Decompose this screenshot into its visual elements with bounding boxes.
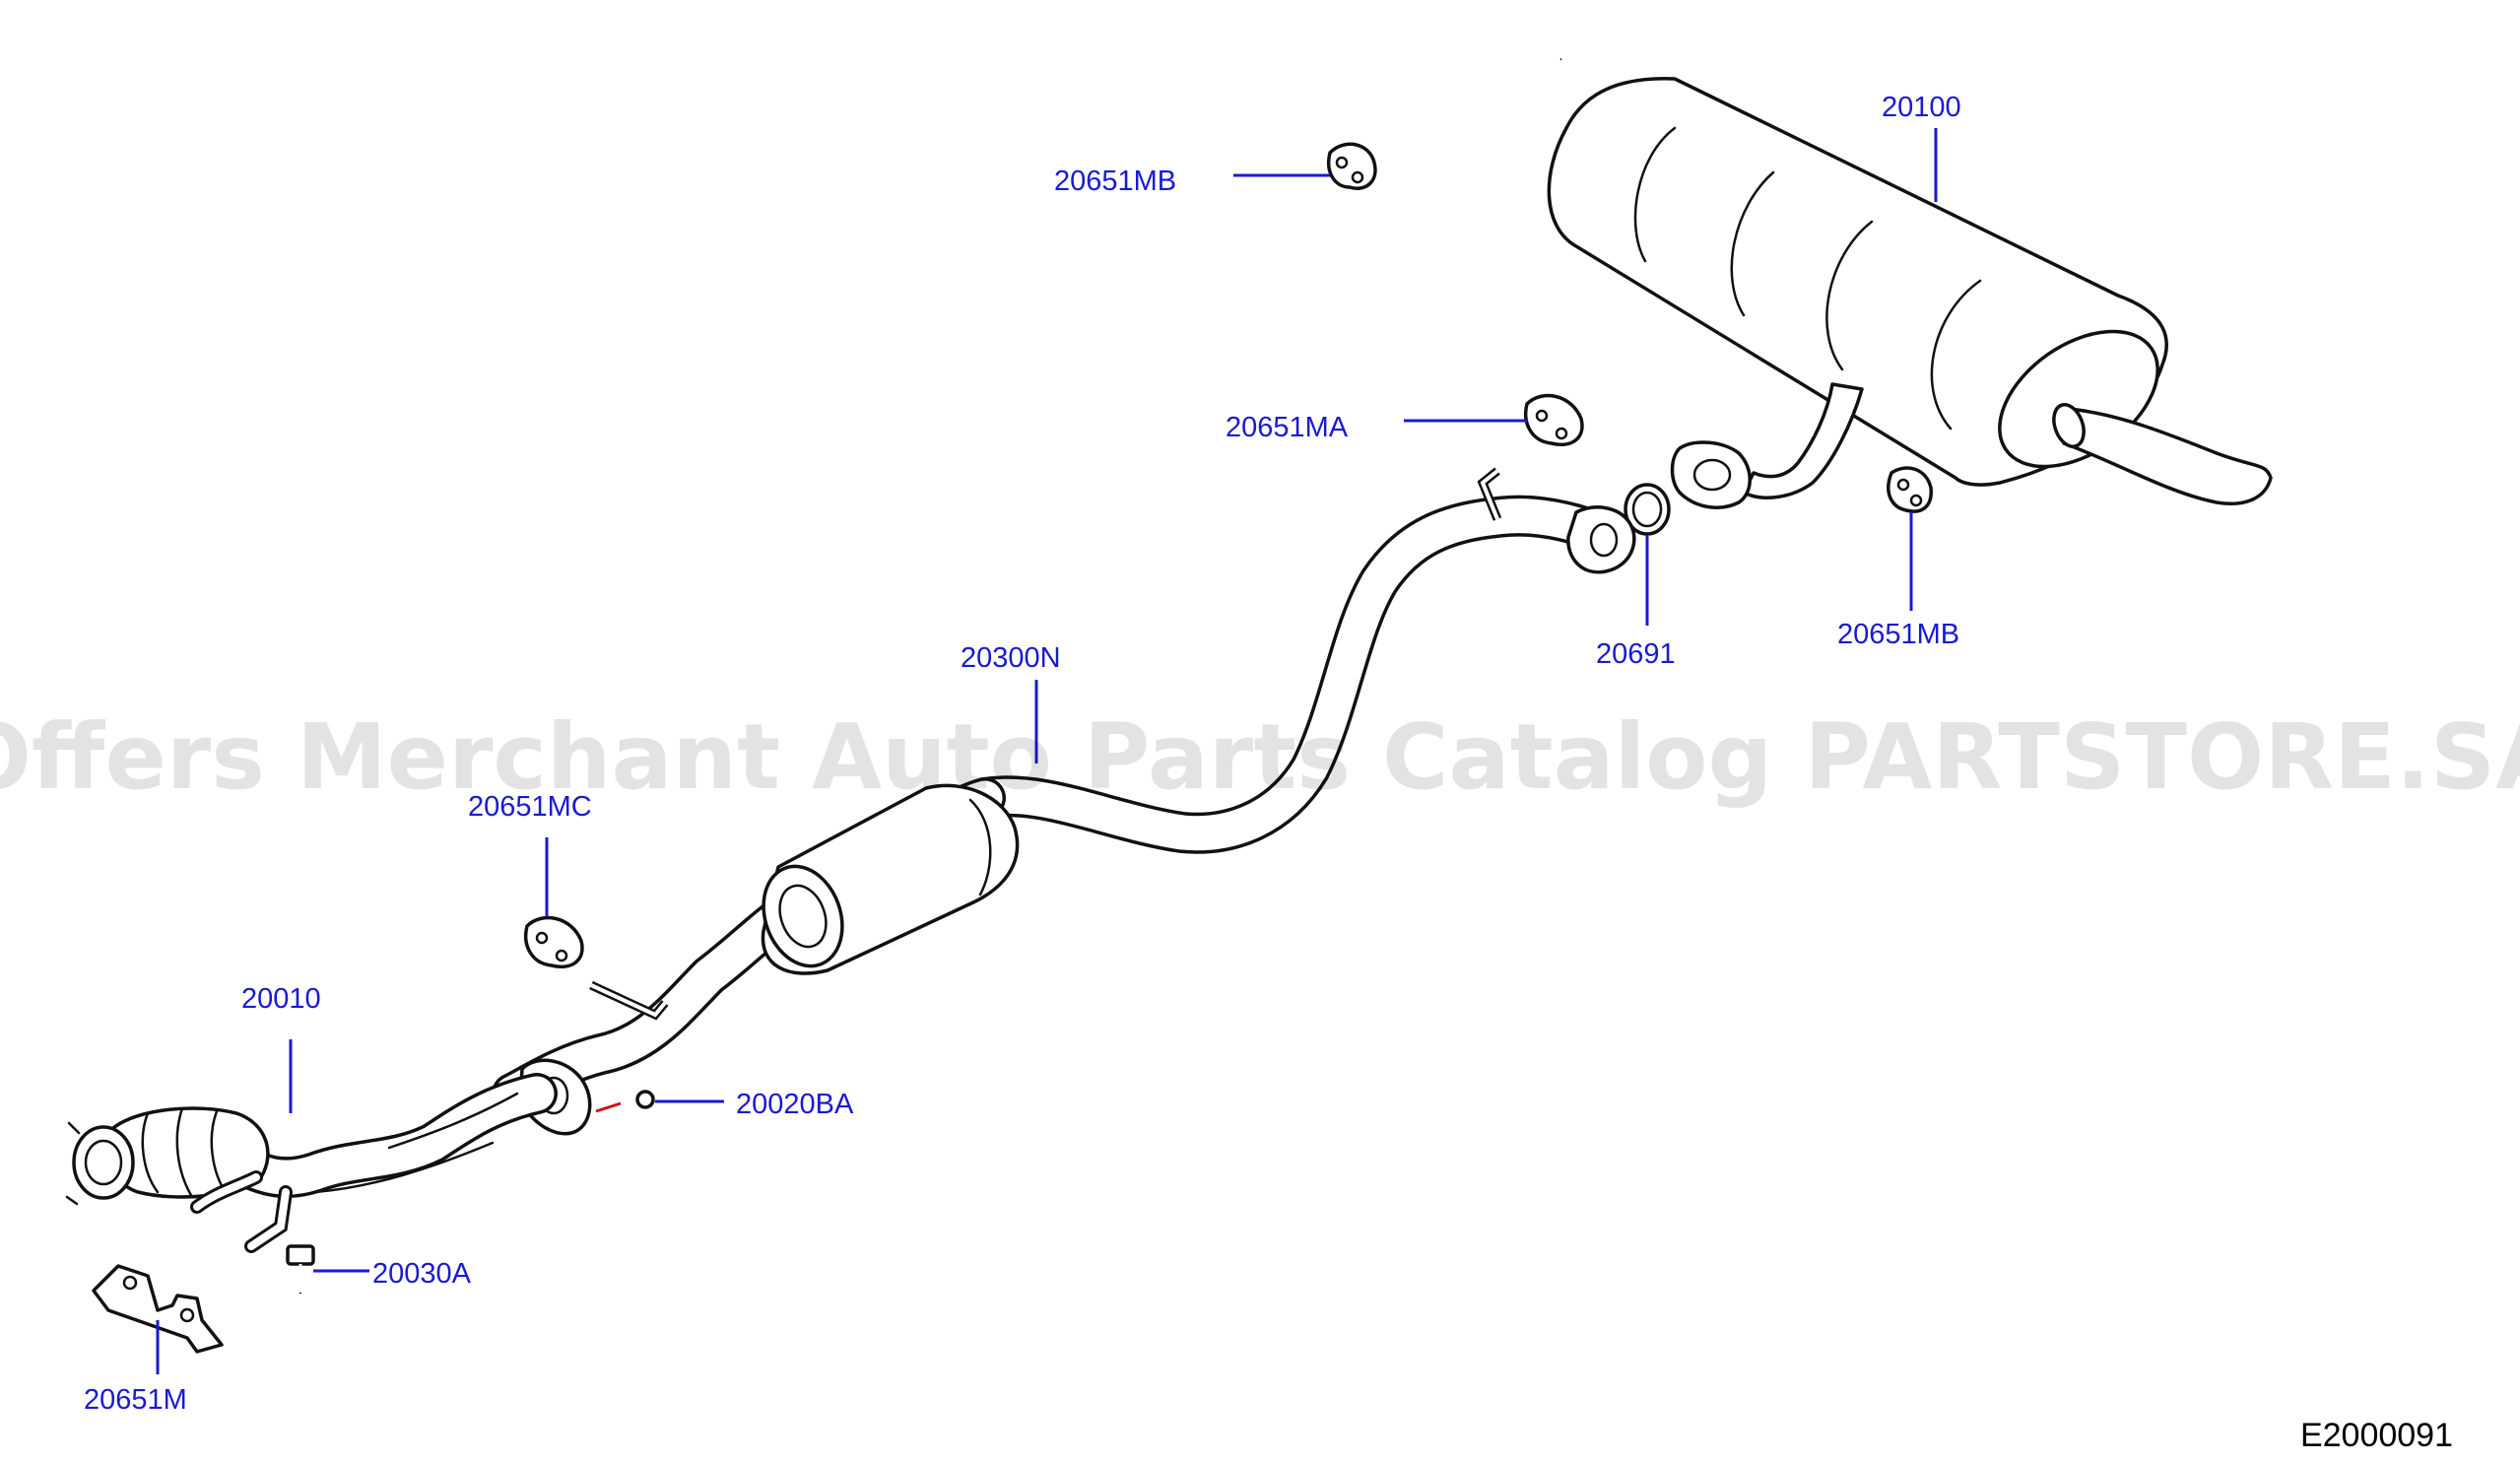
label-20651M: 20651M xyxy=(84,1384,187,1416)
label-20010: 20010 xyxy=(241,983,321,1015)
bolt-20030A[interactable] xyxy=(286,1244,315,1295)
muffler-inlet-flange xyxy=(1670,440,1752,509)
label-20651MC: 20651MC xyxy=(468,791,592,823)
label-20300N: 20300N xyxy=(961,642,1061,674)
label-20030A: 20030A xyxy=(372,1258,472,1290)
label-20100: 20100 xyxy=(1882,92,1961,123)
label-20020BA: 20020BA xyxy=(736,1089,854,1120)
diagram-code: E2000091 xyxy=(2300,1417,2453,1454)
center-tube-20300N[interactable] xyxy=(492,467,1636,1136)
bracket-20651M[interactable] xyxy=(92,1264,224,1354)
mounting-rubber-20651MC[interactable] xyxy=(524,915,584,968)
nut-20020BA[interactable] xyxy=(595,1090,655,1113)
mounting-rubber-20651MB-top[interactable] xyxy=(1327,142,1377,190)
label-20651MA: 20651MA xyxy=(1226,412,1349,443)
mounting-rubber-20651MA[interactable] xyxy=(1524,393,1584,446)
label-20651MB-top: 20651MB xyxy=(1054,166,1176,197)
watermark: Offers Merchant Auto Parts Catalog PARTS… xyxy=(0,704,2520,810)
mounting-rubber-20651MB-rear[interactable] xyxy=(1887,466,1933,513)
gasket-20691[interactable] xyxy=(1624,483,1671,536)
label-20651MB-rear: 20651MB xyxy=(1837,619,1959,650)
front-tube-20010[interactable] xyxy=(65,1073,558,1253)
main-muffler-20100[interactable] xyxy=(1547,41,2273,505)
label-20691: 20691 xyxy=(1596,638,1676,670)
